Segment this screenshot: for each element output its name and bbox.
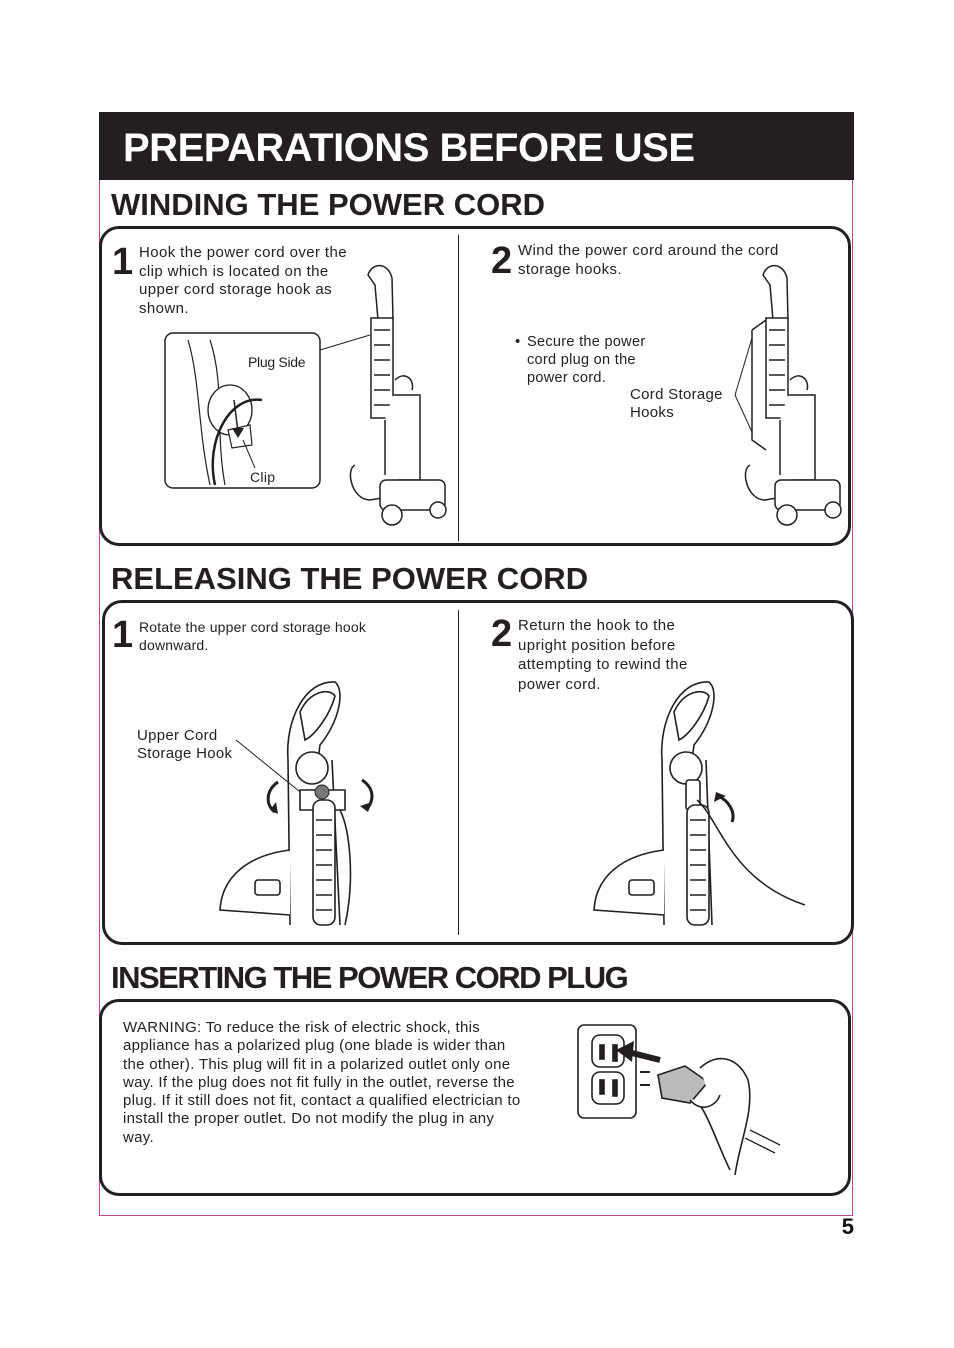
winding-title: WINDING THE POWER CORD: [111, 187, 545, 222]
warning-text: WARNING: To reduce the risk of electric …: [123, 1019, 521, 1146]
winding-step1-number: 1: [112, 241, 134, 283]
winding-step2-number: 2: [491, 240, 513, 282]
releasing-divider: [458, 610, 459, 935]
plug-side-label: Plug Side: [248, 354, 306, 370]
page-number: 5: [841, 1214, 854, 1239]
releasing-step1-text: Rotate the upper cord storage hook downw…: [139, 619, 367, 653]
releasing-step1-number: 1: [112, 614, 134, 656]
page-title: PREPARATIONS BEFORE USE: [123, 126, 695, 170]
winding-divider: [458, 235, 459, 541]
page-banner: PREPARATIONS BEFORE USE: [99, 112, 854, 180]
winding-step1-text: Hook the power cord over the clip which …: [139, 244, 347, 317]
upper-cord-storage-hook-label: Upper Cord Storage Hook: [137, 727, 233, 762]
releasing-step2-text: Return the hook to the upright position …: [518, 617, 688, 693]
releasing-title: RELEASING THE POWER CORD: [111, 561, 589, 596]
winding-step2-bullet: Secure the power cord plug on the power …: [527, 334, 646, 386]
cord-storage-hooks-label: Cord Storage Hooks: [630, 386, 723, 421]
winding-panel: [99, 226, 851, 546]
releasing-step2-number: 2: [491, 613, 513, 655]
releasing-panel: [102, 600, 854, 945]
inserting-title: INSERTING THE POWER CORD PLUG: [111, 960, 629, 995]
winding-step2-text: Wind the power cord around the cord stor…: [518, 242, 779, 278]
clip-label: Clip: [250, 469, 276, 485]
bullet-dot: •: [515, 333, 521, 350]
